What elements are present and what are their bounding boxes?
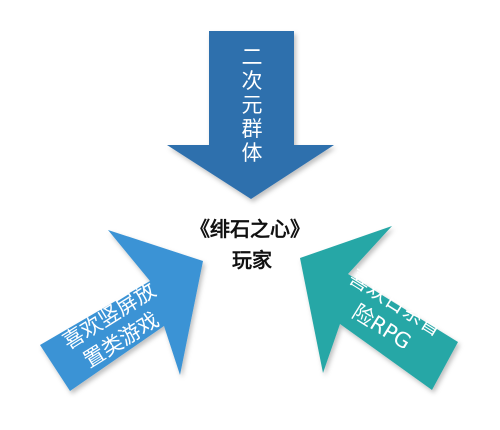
top-arrow-label-4: 群	[242, 117, 263, 141]
left-arrow-shape	[40, 230, 203, 391]
top-arrow-shape	[167, 31, 334, 199]
top-arrow-label-3: 元	[242, 93, 263, 117]
top-arrow-label-1: 二	[242, 45, 263, 69]
top-arrow: 二 次 元 群 体	[167, 31, 334, 199]
top-arrow-label-2: 次	[242, 69, 263, 93]
center-label: 《绯石之心》 玩家	[190, 217, 310, 272]
center-title: 《绯石之心》	[190, 217, 310, 241]
top-arrow-label-5: 体	[242, 141, 263, 165]
center-subtitle: 玩家	[232, 248, 273, 272]
right-arrow-shape	[300, 226, 458, 390]
left-arrow: 喜欢竖屏放 置类游戏	[40, 230, 203, 391]
right-arrow: 喜欢日系冒 险RPG	[300, 226, 458, 390]
